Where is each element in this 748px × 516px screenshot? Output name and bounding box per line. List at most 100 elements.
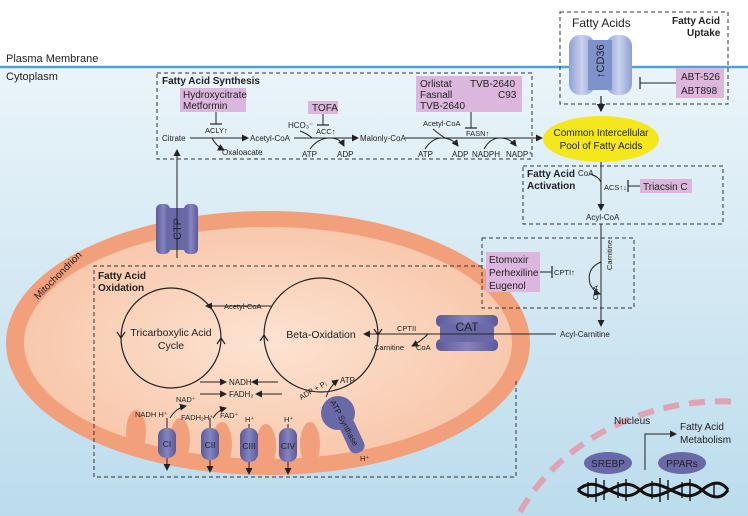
acetyl-coa-fasn-label: Acetyl-CoA xyxy=(423,119,461,128)
oxidation-box xyxy=(93,265,517,478)
uptake-inhibitor-box xyxy=(676,68,724,98)
hco3-label: HCO₃⁻ xyxy=(288,121,313,130)
cii-label: CII xyxy=(205,440,216,450)
etc-fad-label: FAD⁺ xyxy=(220,411,239,420)
uptake-title-1: Fatty Acid xyxy=(672,16,720,27)
ppars-label: PPARs xyxy=(666,459,698,470)
civ-label: CIV xyxy=(281,441,296,451)
nucleus-label: Nucleus xyxy=(614,416,650,427)
etc-nad-label: NAD⁺ xyxy=(176,395,196,404)
fasn-inhibitor-box xyxy=(416,76,522,112)
complex-civ xyxy=(279,428,297,462)
inhibitor-eugenol: Eugenol xyxy=(489,281,526,292)
inhibitor-tvb2640-b: TVB-2640 xyxy=(420,101,465,112)
oxaloacate-label: Oxaloacate xyxy=(222,148,263,157)
ci-label: CI xyxy=(163,439,172,449)
tca-label-1: Tricarboxylic Acid xyxy=(130,327,211,339)
atp-fasn-label: ATP xyxy=(418,150,433,159)
cd36-transporter xyxy=(569,35,632,95)
cpt1-label: CPTI↑ xyxy=(554,268,575,277)
inhibitor-etomoxir: Etomoxir xyxy=(489,255,529,266)
acly-label: ACLY↑ xyxy=(205,126,228,135)
acetyl-coa-synth-label: Acetyl-CoA xyxy=(250,134,291,143)
nadh-label: NADH xyxy=(229,378,252,387)
citrate-label: Citrate xyxy=(162,134,186,143)
inhibitor-abt526: ABT-526 xyxy=(681,72,720,83)
ciii-label: CIII xyxy=(242,441,255,451)
synthesis-box xyxy=(156,72,533,160)
oxidation-title-1: Fatty Acid xyxy=(98,271,146,282)
metabolism-label-2: Metabolism xyxy=(680,435,731,446)
etc-nadh-label: NADH H⁺ xyxy=(135,410,168,419)
plasma-membrane-label: Plasma Membrane xyxy=(6,53,98,65)
etc-h-civ-label: H⁺ xyxy=(284,415,293,424)
atp-label: ATP xyxy=(340,376,355,385)
acc-label: ACC↑ xyxy=(316,127,336,136)
cristae xyxy=(126,410,320,468)
pool-line-1: Common Intercellular xyxy=(553,128,649,139)
etc-h-ciii-label: H⁺ xyxy=(245,415,254,424)
acs-inhibitor-box xyxy=(640,179,692,193)
nadp-label: NADP⁺ xyxy=(506,150,532,159)
fatty-acids-label: Fatty Acids xyxy=(572,16,631,30)
activation-box xyxy=(522,165,724,225)
synthesis-title: Fatty Acid Synthesis xyxy=(162,76,260,87)
inhibitor-tofa: TOFA xyxy=(312,103,338,114)
acc-inhibitor-box xyxy=(308,101,338,114)
activation-title-1: Fatty Acid xyxy=(527,169,575,180)
inhibitor-orlistat: Orlistat xyxy=(420,79,452,90)
ctp-label: CTP xyxy=(172,218,184,240)
inhibitor-abt898: ABT898 xyxy=(681,86,718,97)
etc-complexes xyxy=(158,428,297,462)
nucleus-envelope xyxy=(517,398,741,514)
cpt2-label: CPTII xyxy=(397,324,416,333)
ppars-protein xyxy=(658,452,706,474)
cpt2-carnitine-label: Carnitine xyxy=(374,343,404,352)
srebp-label: SREBP xyxy=(591,459,625,470)
cytoplasm-label: Cytoplasm xyxy=(6,71,58,83)
metabolism-label-1: Fatty Acid xyxy=(680,422,724,433)
atp-synthase xyxy=(321,396,365,454)
inhibitor-metformin: Metformin xyxy=(183,101,227,112)
cpt2-coa-label: CoA xyxy=(416,343,431,352)
complex-cii xyxy=(201,428,219,460)
transcription-arrow xyxy=(644,430,677,470)
complex-ci xyxy=(158,428,176,458)
dna-helix xyxy=(576,478,730,502)
acyl-carnitine-label: Acyl-Carnitine xyxy=(560,330,610,339)
adp-acc-label: ADP xyxy=(337,150,353,159)
malonyl-coa-label: Malonly-CoA xyxy=(360,134,406,143)
cat-transporter xyxy=(436,315,498,351)
acly-inhibitor-box xyxy=(180,88,246,112)
inhibitor-triacsin: Triacsin C xyxy=(643,182,688,193)
fatty-acid-pool xyxy=(543,116,659,162)
adp-fasn-label: ADP xyxy=(452,150,468,159)
cpt1-carnitine-label: Carnitine xyxy=(605,240,614,270)
complex-ciii xyxy=(240,428,258,462)
oxidation-title-2: Oxidation xyxy=(98,283,144,294)
inhibitor-tvb2640-a: TVB-2640 xyxy=(470,79,515,90)
acyl-coa-label: Acyl-CoA xyxy=(586,213,620,222)
beta-oxidation-label: Beta-Oxidation xyxy=(286,329,356,341)
activation-title-2: Activation xyxy=(527,181,575,192)
cpt1-inhibitor-box xyxy=(486,252,540,292)
nadph-label: NADPH xyxy=(472,150,500,159)
cpt1-box xyxy=(481,237,635,309)
atp-acc-label: ATP xyxy=(302,150,317,159)
tca-label-2: Cycle xyxy=(158,340,184,352)
inhibitor-c93: C93 xyxy=(498,90,517,101)
etc-h-atpsynthase-label: H⁺ xyxy=(360,454,369,463)
uptake-title-2: Uptake xyxy=(687,28,721,39)
fadh2-label: FADH₂ xyxy=(229,390,253,399)
cd36-label: ↑CD36 xyxy=(595,44,607,78)
srebp-protein xyxy=(584,452,632,474)
cat-label: CAT xyxy=(455,320,479,334)
fasn-label: FASN↑ xyxy=(466,129,489,138)
inhibitor-hydroxycitrate: Hydroxycitrate xyxy=(183,90,247,101)
activation-coa-label: CoA xyxy=(578,169,594,178)
acs-label: ACS↑↓ xyxy=(604,183,627,192)
mitochondrion-inner xyxy=(24,227,512,459)
acetyl-coa-mito-label: Acetyl-CoA xyxy=(224,302,262,311)
